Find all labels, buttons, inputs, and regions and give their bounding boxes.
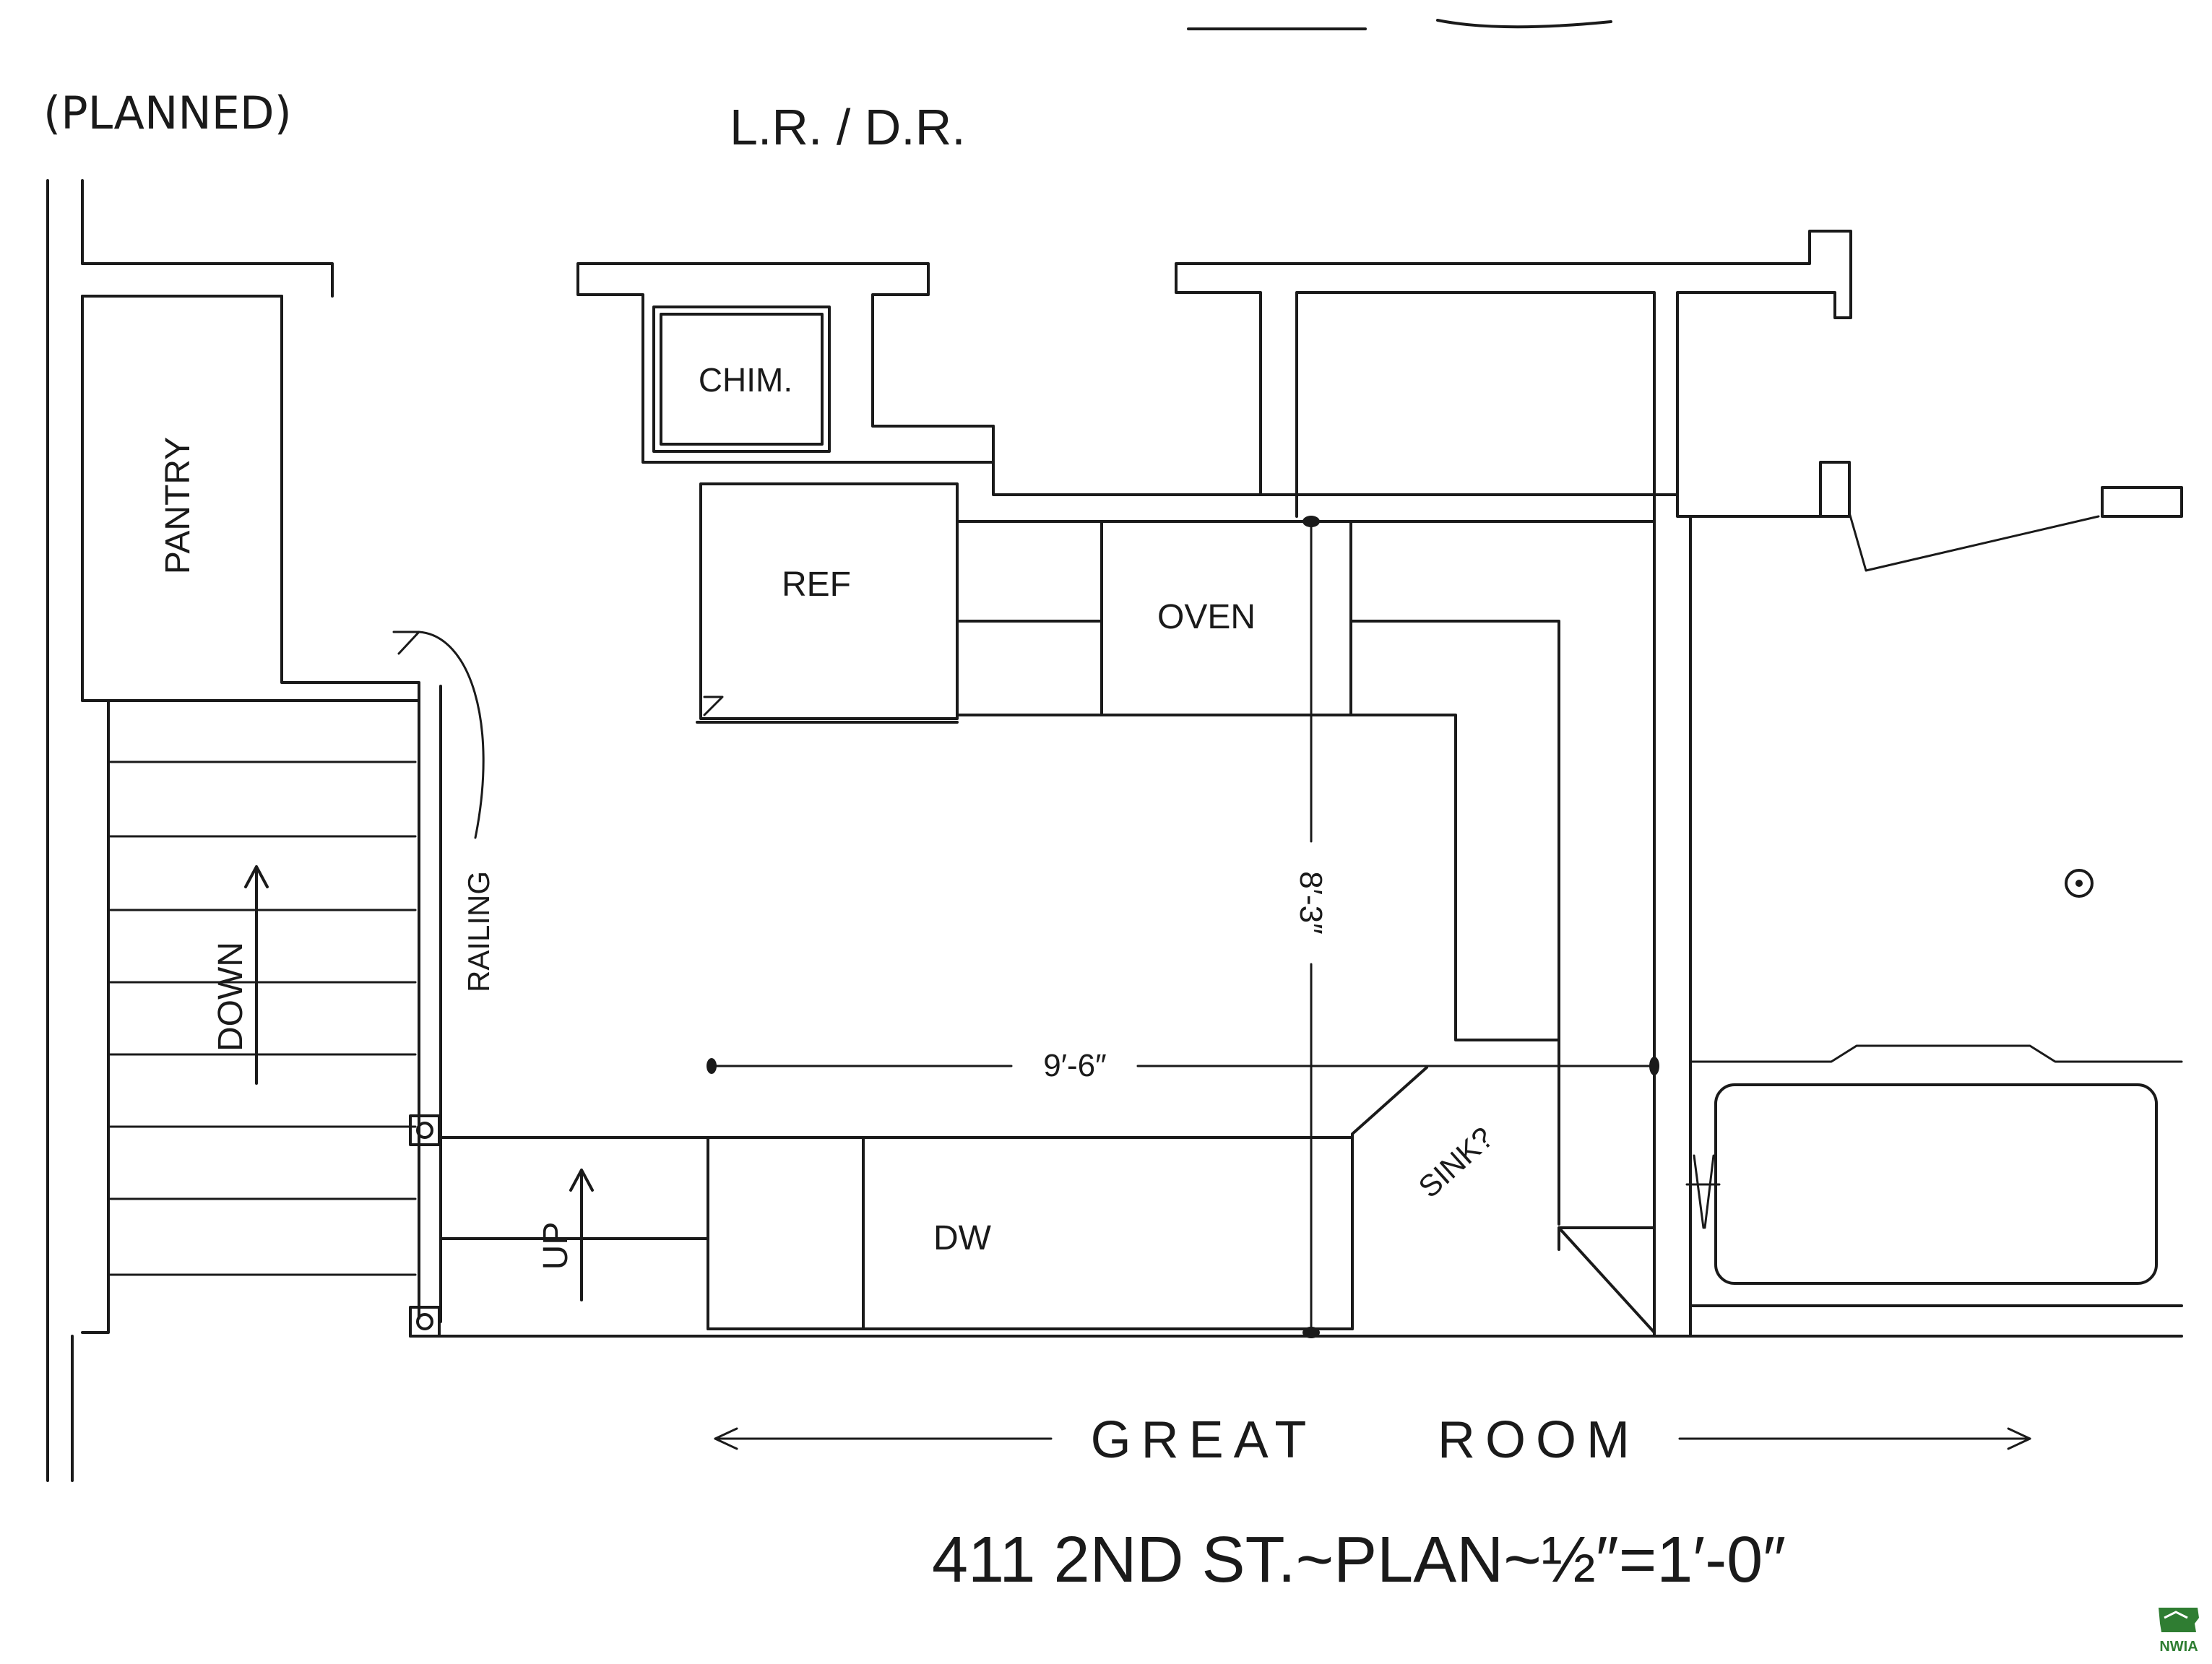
height-dimension-label: 8′-3″ — [1293, 871, 1329, 934]
railing-label: RAILING — [462, 871, 496, 992]
chim-label: CHIM. — [699, 361, 792, 399]
railing-curve-arrow-icon — [392, 630, 485, 839]
nwia-logo: NWIA — [2154, 1603, 2203, 1657]
left-arrowhead-icon — [714, 1427, 738, 1450]
chimney: CHIM. — [576, 262, 995, 464]
ref-label: REF — [782, 566, 851, 604]
nwia-text: NWIA — [2159, 1639, 2198, 1655]
hallway-walls — [1653, 486, 2183, 1338]
dimension-width: 9′-6″ — [707, 1048, 1659, 1083]
railing: RAILING — [392, 630, 496, 1338]
north-walls — [992, 230, 1852, 518]
right-arrowhead-icon — [2007, 1427, 2031, 1450]
oven-label: OVEN — [1157, 598, 1256, 636]
up-stair-landing: UP — [439, 1136, 709, 1330]
great-room-arrow: GREAT ROOM — [714, 1411, 2031, 1469]
left-exterior-wall — [46, 179, 334, 1482]
staircase: DOWN — [81, 699, 420, 1334]
dw-label: DW — [933, 1219, 992, 1257]
pantry-label: PANTRY — [159, 437, 197, 574]
nwia-logo-icon: NWIA — [2159, 1608, 2199, 1655]
lr-dr-label: L.R. / D.R. — [730, 99, 966, 155]
plan-title: 411 2ND ST.~PLAN~½″=1′-0″ — [932, 1524, 1786, 1596]
up-arrow-icon — [569, 1169, 594, 1301]
refrigerator: REF — [696, 482, 959, 724]
sink-label: SINK? — [1412, 1120, 1500, 1204]
room-label: ROOM — [1438, 1411, 1640, 1469]
lower-counter: DW — [439, 1136, 1354, 1330]
dimension-height: 8′-3″ — [1293, 516, 1329, 1338]
width-dimension-label: 9′-6″ — [1043, 1048, 1106, 1083]
bath-area — [1685, 869, 2183, 1307]
down-label: DOWN — [212, 942, 250, 1052]
pantry: PANTRY — [81, 295, 420, 1128]
great-label: GREAT — [1091, 1411, 1317, 1469]
top-scribble — [1187, 19, 1612, 30]
up-label: UP — [537, 1222, 575, 1270]
sink-corner: SINK? — [1351, 1066, 1656, 1334]
planned-label: (PLANNED) — [43, 87, 292, 139]
down-arrow-icon — [244, 865, 269, 1085]
